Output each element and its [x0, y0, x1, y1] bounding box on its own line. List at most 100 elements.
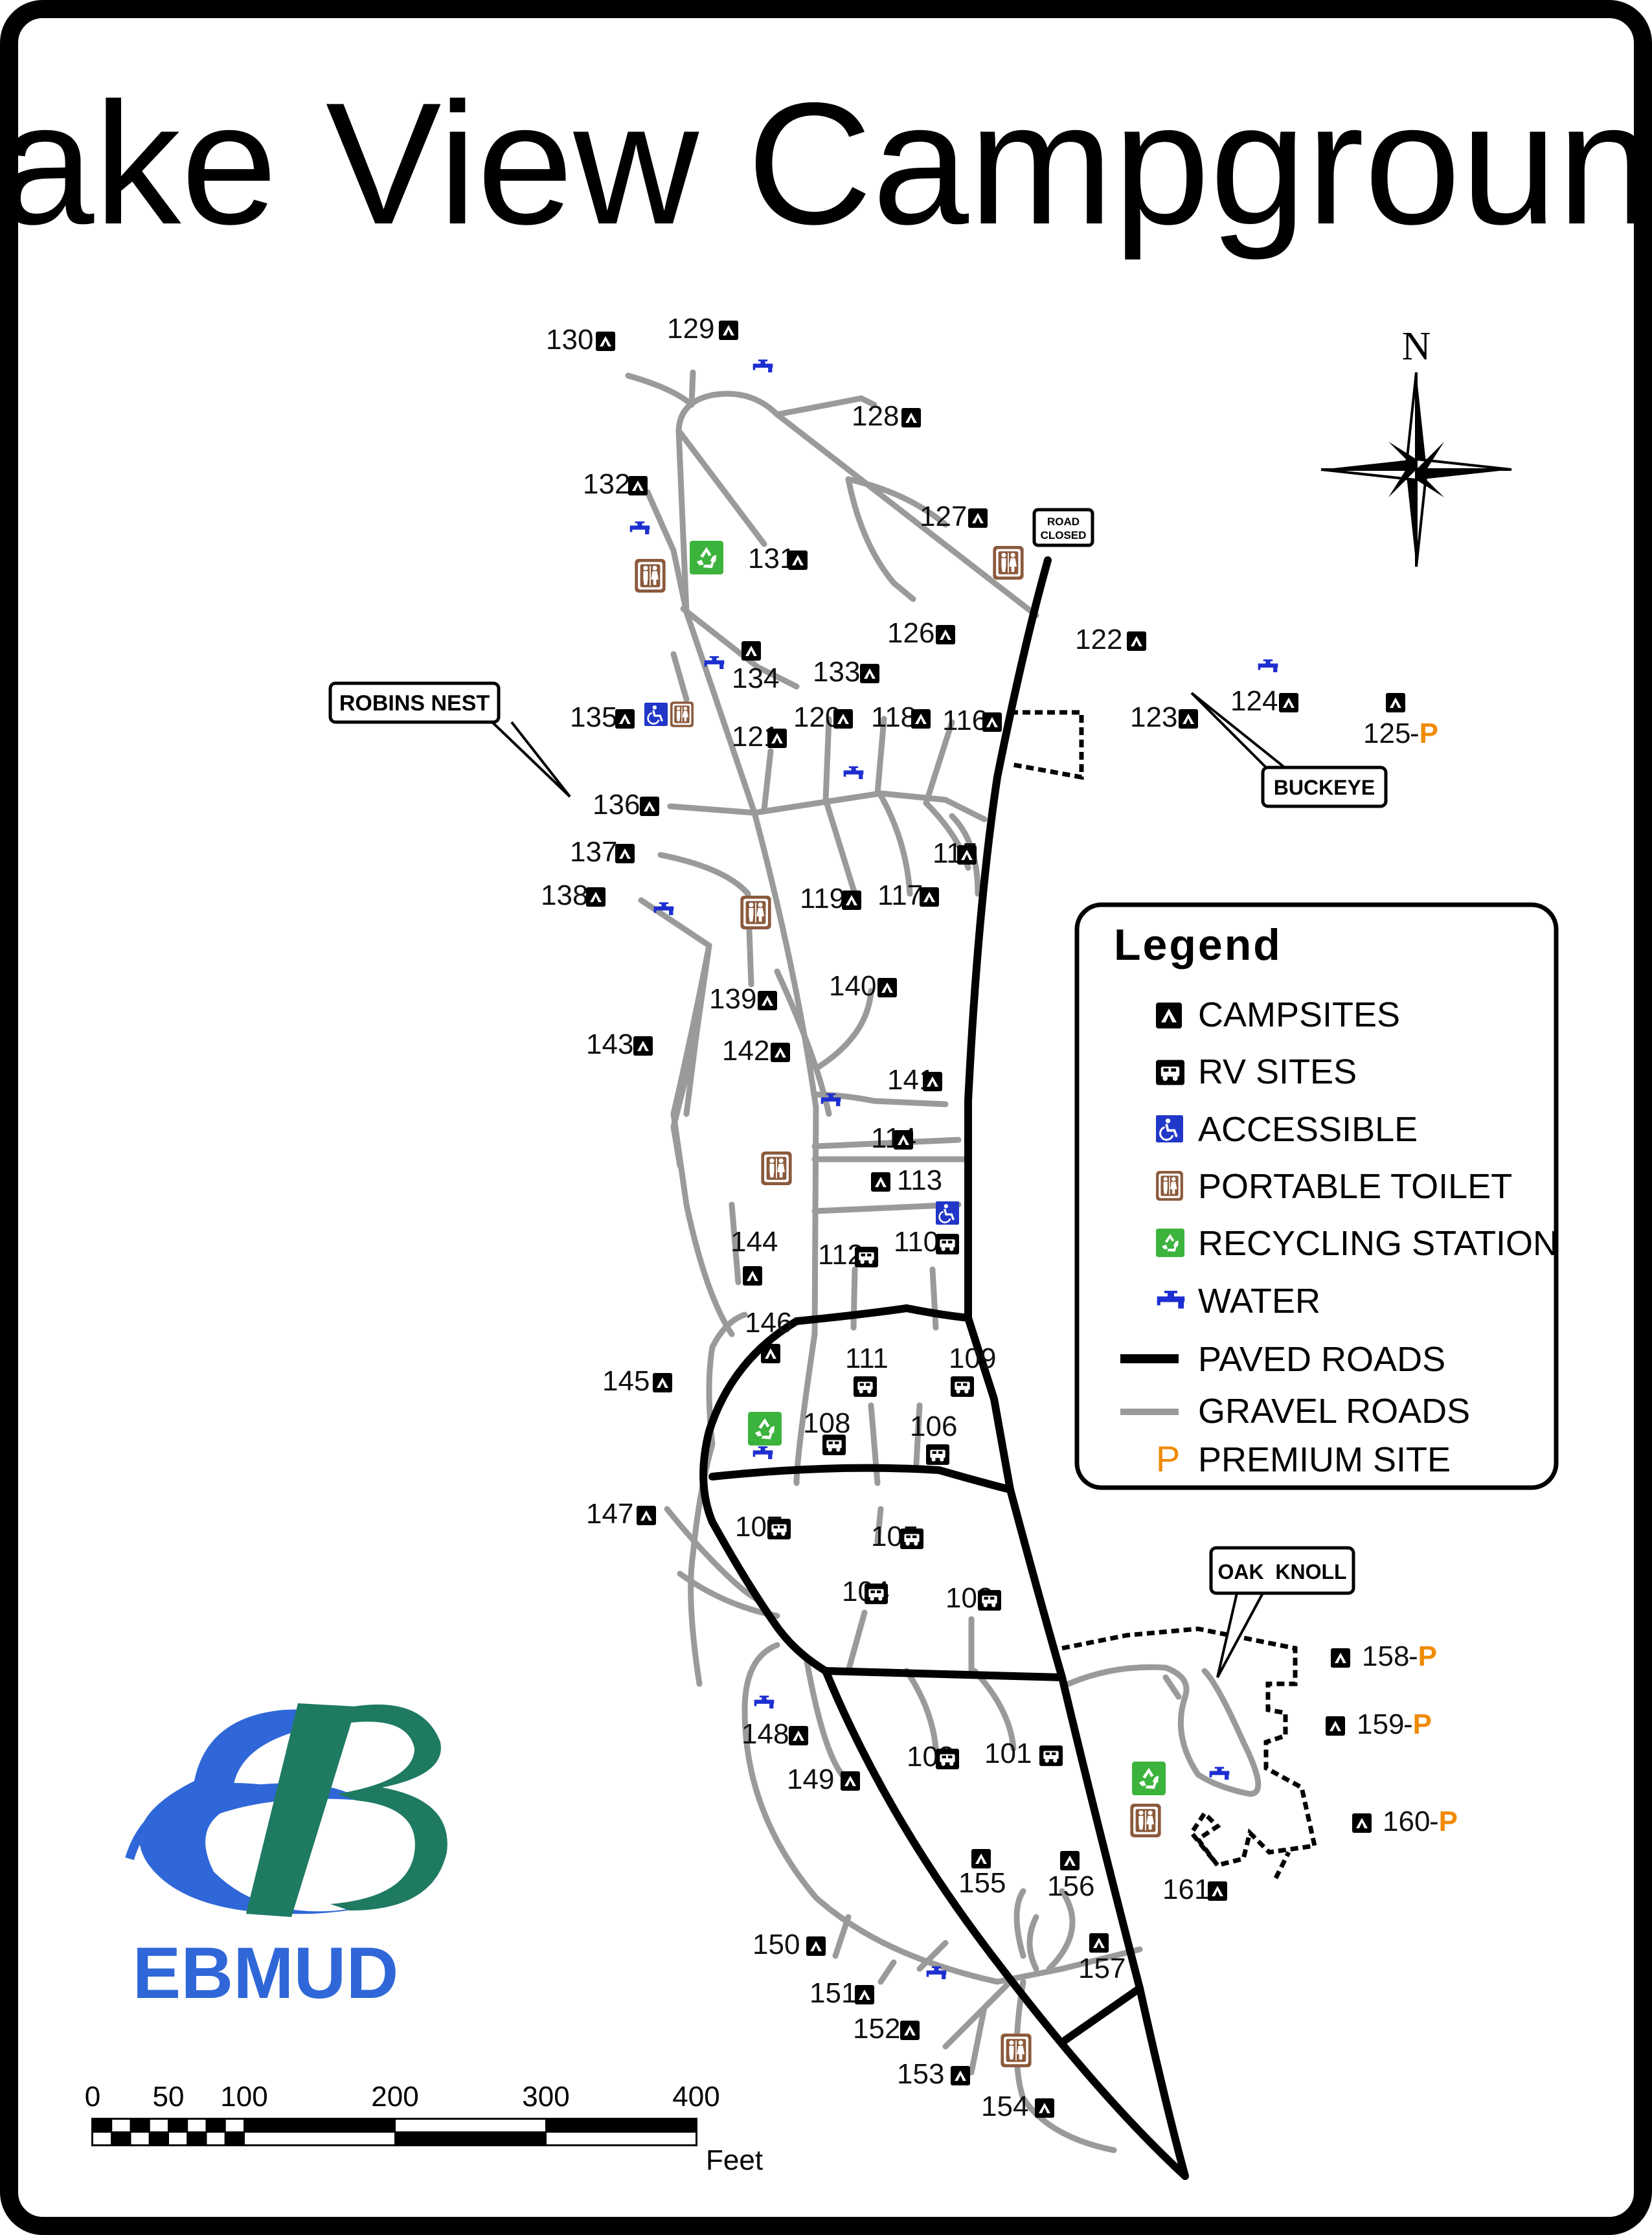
site-number: 123: [1130, 701, 1177, 733]
site-number: 108: [803, 1407, 850, 1439]
site-marker-139: 139: [709, 983, 777, 1015]
tent-icon: [1208, 1881, 1227, 1901]
premium-suffix: -P: [1410, 718, 1438, 749]
site-marker-130: 130: [546, 324, 615, 356]
site-number: 135: [570, 701, 617, 733]
tent-icon: [1279, 693, 1298, 712]
scale-segment: [111, 2118, 131, 2133]
tent-icon: [1156, 1003, 1182, 1028]
site-marker-144: 144: [730, 1226, 778, 1286]
tent-icon: [640, 797, 659, 816]
tent-icon: [719, 321, 738, 340]
road-closed-label-2: CLOSED: [1041, 529, 1087, 541]
scale-segment: [130, 2118, 150, 2133]
site-marker-122: 122: [1075, 624, 1146, 655]
site-number: 153: [897, 2058, 944, 2090]
site-number: 157: [1078, 1953, 1126, 1984]
toilet-icon: [635, 559, 666, 593]
tent-icon: [920, 887, 939, 907]
tent-icon: [1331, 1648, 1350, 1668]
site-marker-156: 156: [1047, 1851, 1094, 1902]
site-marker-116: 116: [942, 705, 1002, 736]
site-number: 132: [583, 468, 630, 500]
tent-icon: [968, 508, 988, 528]
site-marker-151: 151: [809, 1977, 874, 2009]
rv-icon: [854, 1376, 877, 1397]
site-marker-125: 125-P: [1363, 693, 1438, 749]
legend-label-paved-roads: PAVED ROADS: [1198, 1340, 1445, 1379]
site-marker-133: 133: [813, 656, 879, 688]
site-number: 134: [732, 663, 779, 694]
scale-segment: [187, 2118, 207, 2133]
scale-segment: [545, 2118, 697, 2133]
scale-segment: [111, 2131, 131, 2146]
site-marker-127: 127: [920, 501, 988, 532]
wheelchair-icon: [936, 1201, 959, 1225]
site-marker-110: 110: [894, 1226, 959, 1258]
rv-icon: [951, 1376, 974, 1397]
site-marker-129: 129: [667, 313, 738, 345]
site-marker-103: 103: [907, 1741, 959, 1773]
site-number: 111: [845, 1343, 888, 1374]
tent-icon: [653, 1373, 672, 1392]
site-number: 119: [800, 883, 845, 914]
site-marker-160: 160-P: [1352, 1806, 1458, 1837]
scale-segment: [224, 2118, 245, 2133]
site-number: 117: [877, 879, 923, 911]
site-number: 154: [981, 2091, 1028, 2122]
site-marker-150: 150: [752, 1929, 826, 1960]
site-marker-105: 105: [871, 1521, 923, 1552]
site-number: 129: [667, 313, 714, 345]
toilet-icon: [740, 896, 771, 929]
site-marker-143: 143: [586, 1028, 653, 1060]
site-number: 127: [920, 501, 967, 532]
legend-label-gravel-roads: GRAVEL ROADS: [1198, 1392, 1470, 1431]
tent-icon: [894, 1130, 913, 1150]
site-number: 149: [787, 1764, 834, 1795]
site-marker-161: 161: [1162, 1874, 1227, 1905]
site-marker-108: 108: [803, 1407, 850, 1455]
tent-icon: [842, 891, 861, 910]
rv-icon: [926, 1444, 949, 1465]
site-number: 139: [709, 983, 756, 1015]
site-marker-118: 118: [871, 701, 931, 733]
tent-icon: [923, 1072, 942, 1091]
buckeye-callout: BUCKEYE: [1190, 692, 1388, 808]
site-marker-126: 126: [887, 617, 955, 649]
site-number: 133: [813, 656, 860, 688]
site-number: 136: [593, 789, 640, 821]
scale-tick-300: 300: [522, 2081, 569, 2113]
site-marker-106: 106: [910, 1411, 957, 1465]
rv-icon: [1039, 1745, 1063, 1766]
site-marker-104: 104: [842, 1576, 889, 1607]
tent-icon: [957, 845, 977, 865]
site-number: 156: [1047, 1870, 1094, 1902]
robins-nest-callout: ROBINS NEST: [328, 681, 571, 798]
site-number: 106: [910, 1411, 957, 1442]
site-number: 143: [586, 1028, 633, 1060]
rv-icon: [855, 1247, 878, 1267]
site-number: 131: [748, 543, 795, 574]
rv-icon: [978, 1590, 1001, 1611]
rv-icon: [936, 1234, 959, 1254]
tent-icon: [633, 1036, 653, 1056]
toilet-icon: [993, 546, 1024, 580]
site-marker-152: 152: [853, 2013, 920, 2045]
scale-tick-400: 400: [672, 2081, 719, 2113]
toilet-icon: [761, 1152, 792, 1185]
site-marker-159: 159-P: [1326, 1708, 1432, 1740]
tent-icon: [1326, 1716, 1345, 1736]
site-marker-115: 115: [933, 837, 978, 869]
tent-icon: [1089, 1933, 1109, 1953]
rv-icon: [900, 1528, 923, 1549]
site-marker-155: 155: [958, 1849, 1006, 1899]
legend-title: Legend: [1114, 920, 1282, 970]
scale-tick-200: 200: [371, 2081, 418, 2113]
site-number: 101: [984, 1738, 1032, 1769]
site-number: 130: [546, 324, 593, 356]
site-marker-145: 145: [602, 1365, 672, 1397]
legend-label-rv-sites: RV SITES: [1198, 1052, 1357, 1091]
legend-label-campsites: CAMPSITES: [1198, 995, 1400, 1034]
scale-segment: [168, 2131, 188, 2146]
